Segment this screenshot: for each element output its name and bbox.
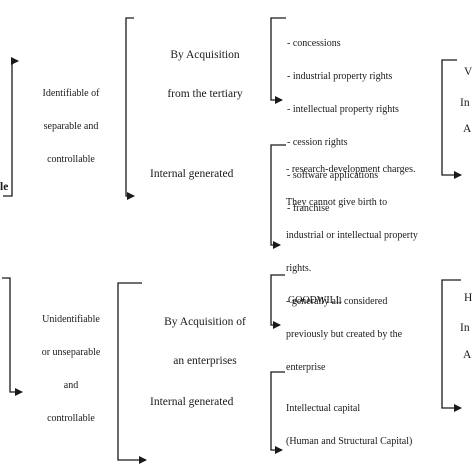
top-root-label-fragment: le	[0, 181, 9, 193]
top-acquisition-bracket	[270, 17, 286, 104]
intellectual-capital-line: Intellectual capital	[286, 403, 361, 414]
top-right-bracket	[441, 59, 462, 179]
bottom-right-fragment: In	[460, 322, 470, 334]
top-right-fragment: In	[460, 97, 470, 109]
bottom-internal-bracket	[270, 371, 285, 454]
list-item: - concessions	[287, 38, 341, 49]
list-item: previously but created by the	[286, 329, 403, 340]
top-acquisition-label: By Acquisition from the tertiary	[140, 23, 270, 114]
top-internal-list: - research-development charges. They can…	[286, 142, 418, 384]
top-internal-bracket	[270, 144, 286, 249]
top-acquisition-line: from the tertiary	[167, 88, 243, 100]
bottom-category-line: Unidentifiable	[42, 314, 100, 325]
bottom-acquisition-label: By Acquisition of an enterprises	[140, 290, 270, 381]
bottom-acquisition-line: an enterprises	[173, 355, 237, 367]
bottom-right-fragment: A	[463, 349, 472, 361]
bottom-right-bracket	[441, 279, 462, 412]
top-acquisition-line: By Acquisition	[170, 49, 240, 61]
list-item: - intellectual property rights	[287, 104, 399, 115]
top-category-label: Identifiable of separable and controllab…	[24, 66, 118, 176]
bottom-category-line: and	[63, 380, 79, 391]
top-category-bracket	[125, 17, 135, 200]
bottom-internal-label: Internal generated	[150, 396, 234, 408]
list-item: rights.	[286, 263, 312, 274]
top-category-line: separable and	[43, 121, 99, 132]
bottom-category-bracket	[117, 282, 147, 464]
list-item: - industrial property rights	[287, 71, 393, 82]
list-item: - franchise	[287, 203, 330, 214]
bottom-right-fragment: H	[464, 292, 473, 304]
bottom-acquisition-bracket	[270, 274, 285, 329]
list-item: - generally all considered	[286, 296, 388, 307]
top-right-fragment: A	[463, 123, 472, 135]
list-item: - research-development charges.	[286, 164, 416, 175]
bottom-acquisition-line: By Acquisition of	[164, 316, 246, 328]
list-item: - cession rights	[287, 137, 348, 148]
list-item: industrial or intellectual property	[286, 230, 418, 241]
top-right-fragment: V	[464, 66, 473, 78]
top-category-line: controllable	[47, 154, 95, 165]
bottom-category-line: or unseparable	[41, 347, 101, 358]
list-item: - software applications	[287, 170, 379, 181]
top-internal-label: Internal generated	[150, 168, 234, 180]
intellectual-capital-label: Intellectual capital (Human and Structur…	[286, 381, 412, 458]
bottom-root-connector	[2, 277, 23, 396]
top-acquisition-list: - concessions - industrial property righ…	[287, 16, 399, 225]
bottom-category-label: Unidentifiable or unseparable and contro…	[24, 292, 118, 435]
top-root-connector	[3, 57, 19, 197]
top-category-line: Identifiable of	[42, 88, 100, 99]
list-item: enterprise	[286, 362, 326, 373]
bottom-category-line: controllable	[47, 413, 95, 424]
list-item: They cannot give birth to	[286, 197, 388, 208]
goodwill-label: GOODWILL	[288, 295, 342, 306]
intellectual-capital-line: (Human and Structural Capital)	[286, 436, 413, 447]
